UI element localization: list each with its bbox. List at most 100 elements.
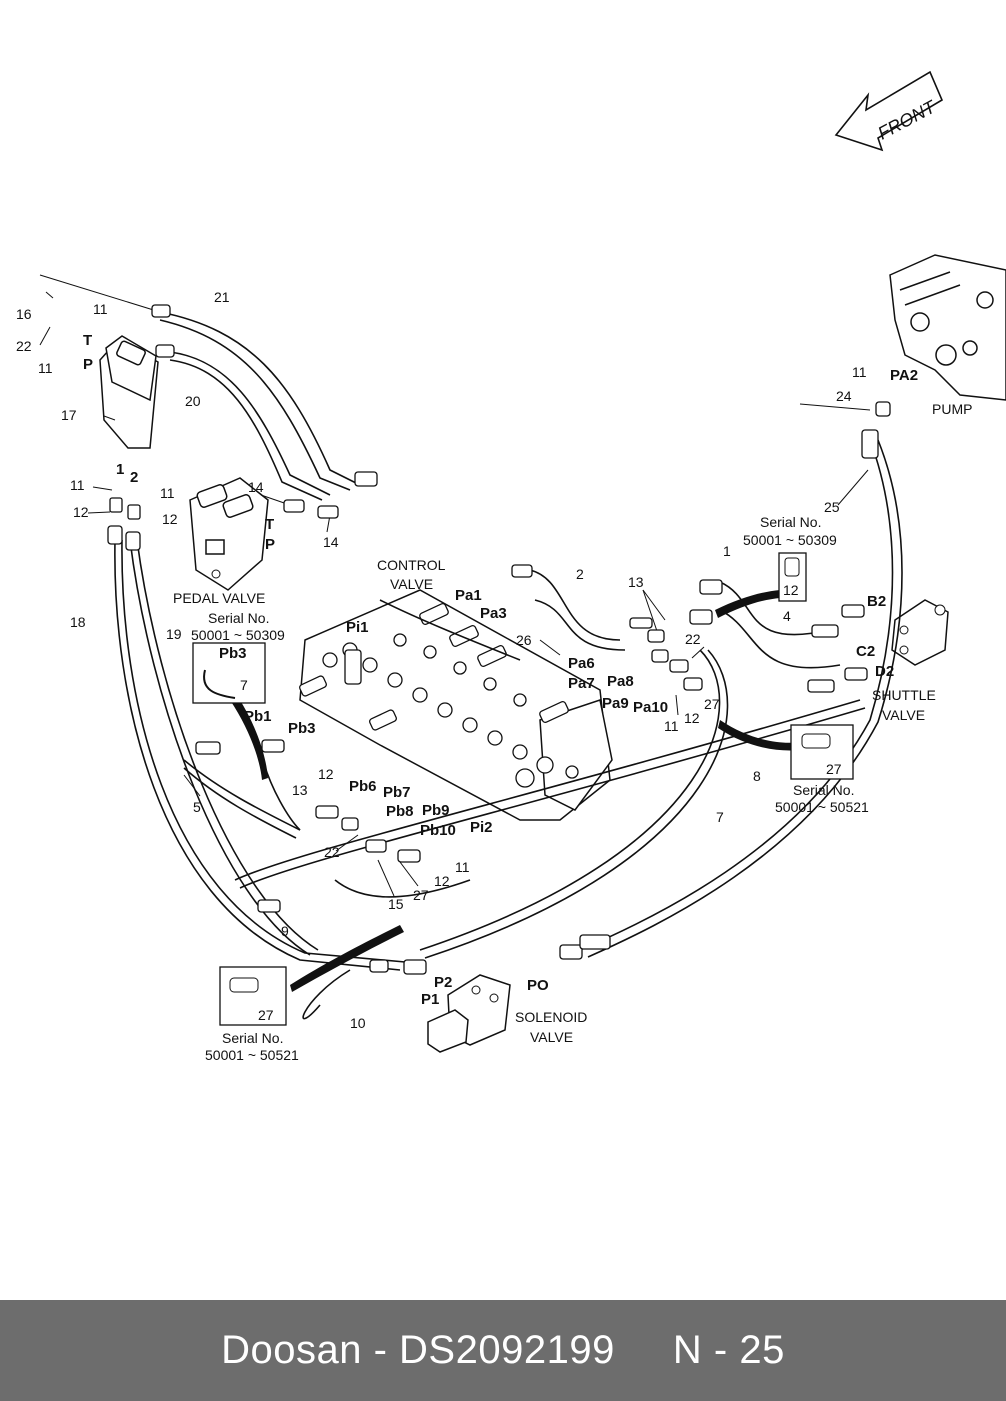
callout: 12 — [162, 511, 178, 527]
callout: 12 — [73, 504, 89, 520]
port-label: B2 — [867, 593, 886, 610]
callout: 15 — [388, 896, 404, 912]
port-label: P2 — [434, 974, 452, 991]
callout: 13 — [292, 782, 308, 798]
callout: 17 — [61, 407, 77, 423]
callout: 11 — [70, 477, 85, 493]
serial-1-range: 50001 ~ 50309 — [743, 532, 837, 548]
port-label: Pb9 — [422, 802, 450, 819]
callout: 18 — [70, 614, 86, 630]
callout-numbers: 21 16 11 22 11 17 20 11 11 12 12 14 14 1… — [16, 289, 867, 1031]
control-valve-label-2: VALVE — [390, 576, 433, 592]
callout: 26 — [516, 632, 532, 648]
port-label: Pa1 — [455, 587, 482, 604]
port-label: Pb7 — [383, 784, 411, 801]
callout: 11 — [455, 859, 470, 875]
serial-4-range: 50001 ~ 50521 — [205, 1047, 299, 1063]
port-label: D2 — [875, 663, 894, 680]
inset-box-12: 12 — [778, 552, 807, 602]
pilot-valve — [99, 335, 159, 449]
control-valve-block — [299, 589, 613, 821]
callout: 22 — [16, 338, 32, 354]
callout: 27 — [413, 887, 429, 903]
footer-separator: - — [362, 1328, 400, 1372]
footer-gap — [615, 1328, 673, 1373]
port-label: 1 — [116, 461, 124, 478]
callout: 12 — [684, 710, 700, 726]
serial-4-title: Serial No. — [222, 1030, 283, 1046]
callout: 11 — [160, 485, 175, 501]
port-label: 2 — [130, 469, 138, 486]
callout: 7 — [716, 809, 724, 825]
port-label: Pa6 — [568, 655, 595, 672]
callout: 4 — [783, 608, 791, 624]
inset-27-left-label: 27 — [258, 1007, 274, 1023]
inset-pb3-label: Pb3 — [219, 645, 247, 662]
callout: 11 — [38, 360, 53, 376]
port-labels: T P 1 2 T P PA2 B2 C2 D2 Pa1 Pa3 Pi1 Pa6… — [83, 332, 918, 1008]
port-label: P — [265, 536, 275, 553]
callout: 11 — [93, 301, 108, 317]
port-label: P1 — [421, 991, 439, 1008]
callout: 12 — [434, 873, 450, 889]
port-label: PO — [527, 977, 549, 994]
inset-7-label: 7 — [240, 677, 248, 693]
inset-12-label: 12 — [783, 582, 799, 598]
shuttle-valve-label-2: VALVE — [882, 707, 925, 723]
footer-page: N - 25 — [672, 1328, 785, 1372]
footer-brand: Doosan — [221, 1328, 362, 1372]
callout: 1 — [723, 543, 731, 559]
callout: 22 — [685, 631, 701, 647]
pump — [889, 254, 1006, 401]
front-arrow: FRONT — [834, 70, 944, 152]
callout: 19 — [166, 626, 182, 642]
inset-27-right-label: 27 — [826, 761, 842, 777]
port-label: PA2 — [890, 367, 918, 384]
callout: 14 — [248, 479, 264, 495]
port-label: Pi1 — [346, 619, 369, 636]
port-label: Pb10 — [420, 822, 456, 839]
callout: 16 — [16, 306, 32, 322]
callout: 27 — [704, 696, 720, 712]
port-label: Pa3 — [480, 605, 507, 622]
callout: 5 — [193, 799, 201, 815]
port-label: Pi2 — [470, 819, 493, 836]
footer-bar: Doosan - DS2092199 N - 25 — [0, 1300, 1006, 1401]
shuttle-valve-label-1: SHUTTLE — [872, 687, 936, 703]
callout: 25 — [824, 499, 840, 515]
callout: 22 — [324, 844, 340, 860]
port-label: Pa10 — [633, 699, 668, 716]
serial-1-title: Serial No. — [760, 514, 821, 530]
port-label: Pb1 — [244, 708, 272, 725]
pump-label: PUMP — [932, 401, 972, 417]
port-label: Pa9 — [602, 695, 629, 712]
port-label: T — [265, 516, 274, 533]
pedal-valve-label: PEDAL VALVE — [173, 590, 265, 606]
inset-leaders — [230, 590, 800, 992]
callout: 12 — [318, 766, 334, 782]
callout: 9 — [281, 923, 289, 939]
callout: 11 — [664, 718, 679, 734]
port-label: Pa8 — [607, 673, 634, 690]
callout: 11 — [852, 364, 867, 380]
leader-lines — [39, 274, 871, 897]
port-label: Pa7 — [568, 675, 595, 692]
inset-box-27-left: 27 — [219, 966, 287, 1026]
port-label: Pb6 — [349, 778, 377, 795]
callout: 2 — [576, 566, 584, 582]
callout: 14 — [323, 534, 339, 550]
port-label: Pb3 — [288, 720, 316, 737]
serial-3-title: Serial No. — [793, 782, 854, 798]
port-label: Pb8 — [386, 803, 414, 820]
hoses — [114, 311, 903, 1020]
serial-2-range: 50001 ~ 50309 — [191, 627, 285, 643]
callout: 20 — [185, 393, 201, 409]
footer-part-number: DS2092199 — [399, 1328, 615, 1372]
callout: 24 — [836, 388, 852, 404]
control-valve-label-1: CONTROL — [377, 557, 446, 573]
callout: 13 — [628, 574, 644, 590]
fittings — [107, 304, 891, 975]
port-label: P — [83, 356, 93, 373]
inset-box-27-right: 27 — [790, 724, 854, 780]
hydraulic-diagram: FRONT — [16, 70, 1006, 1063]
